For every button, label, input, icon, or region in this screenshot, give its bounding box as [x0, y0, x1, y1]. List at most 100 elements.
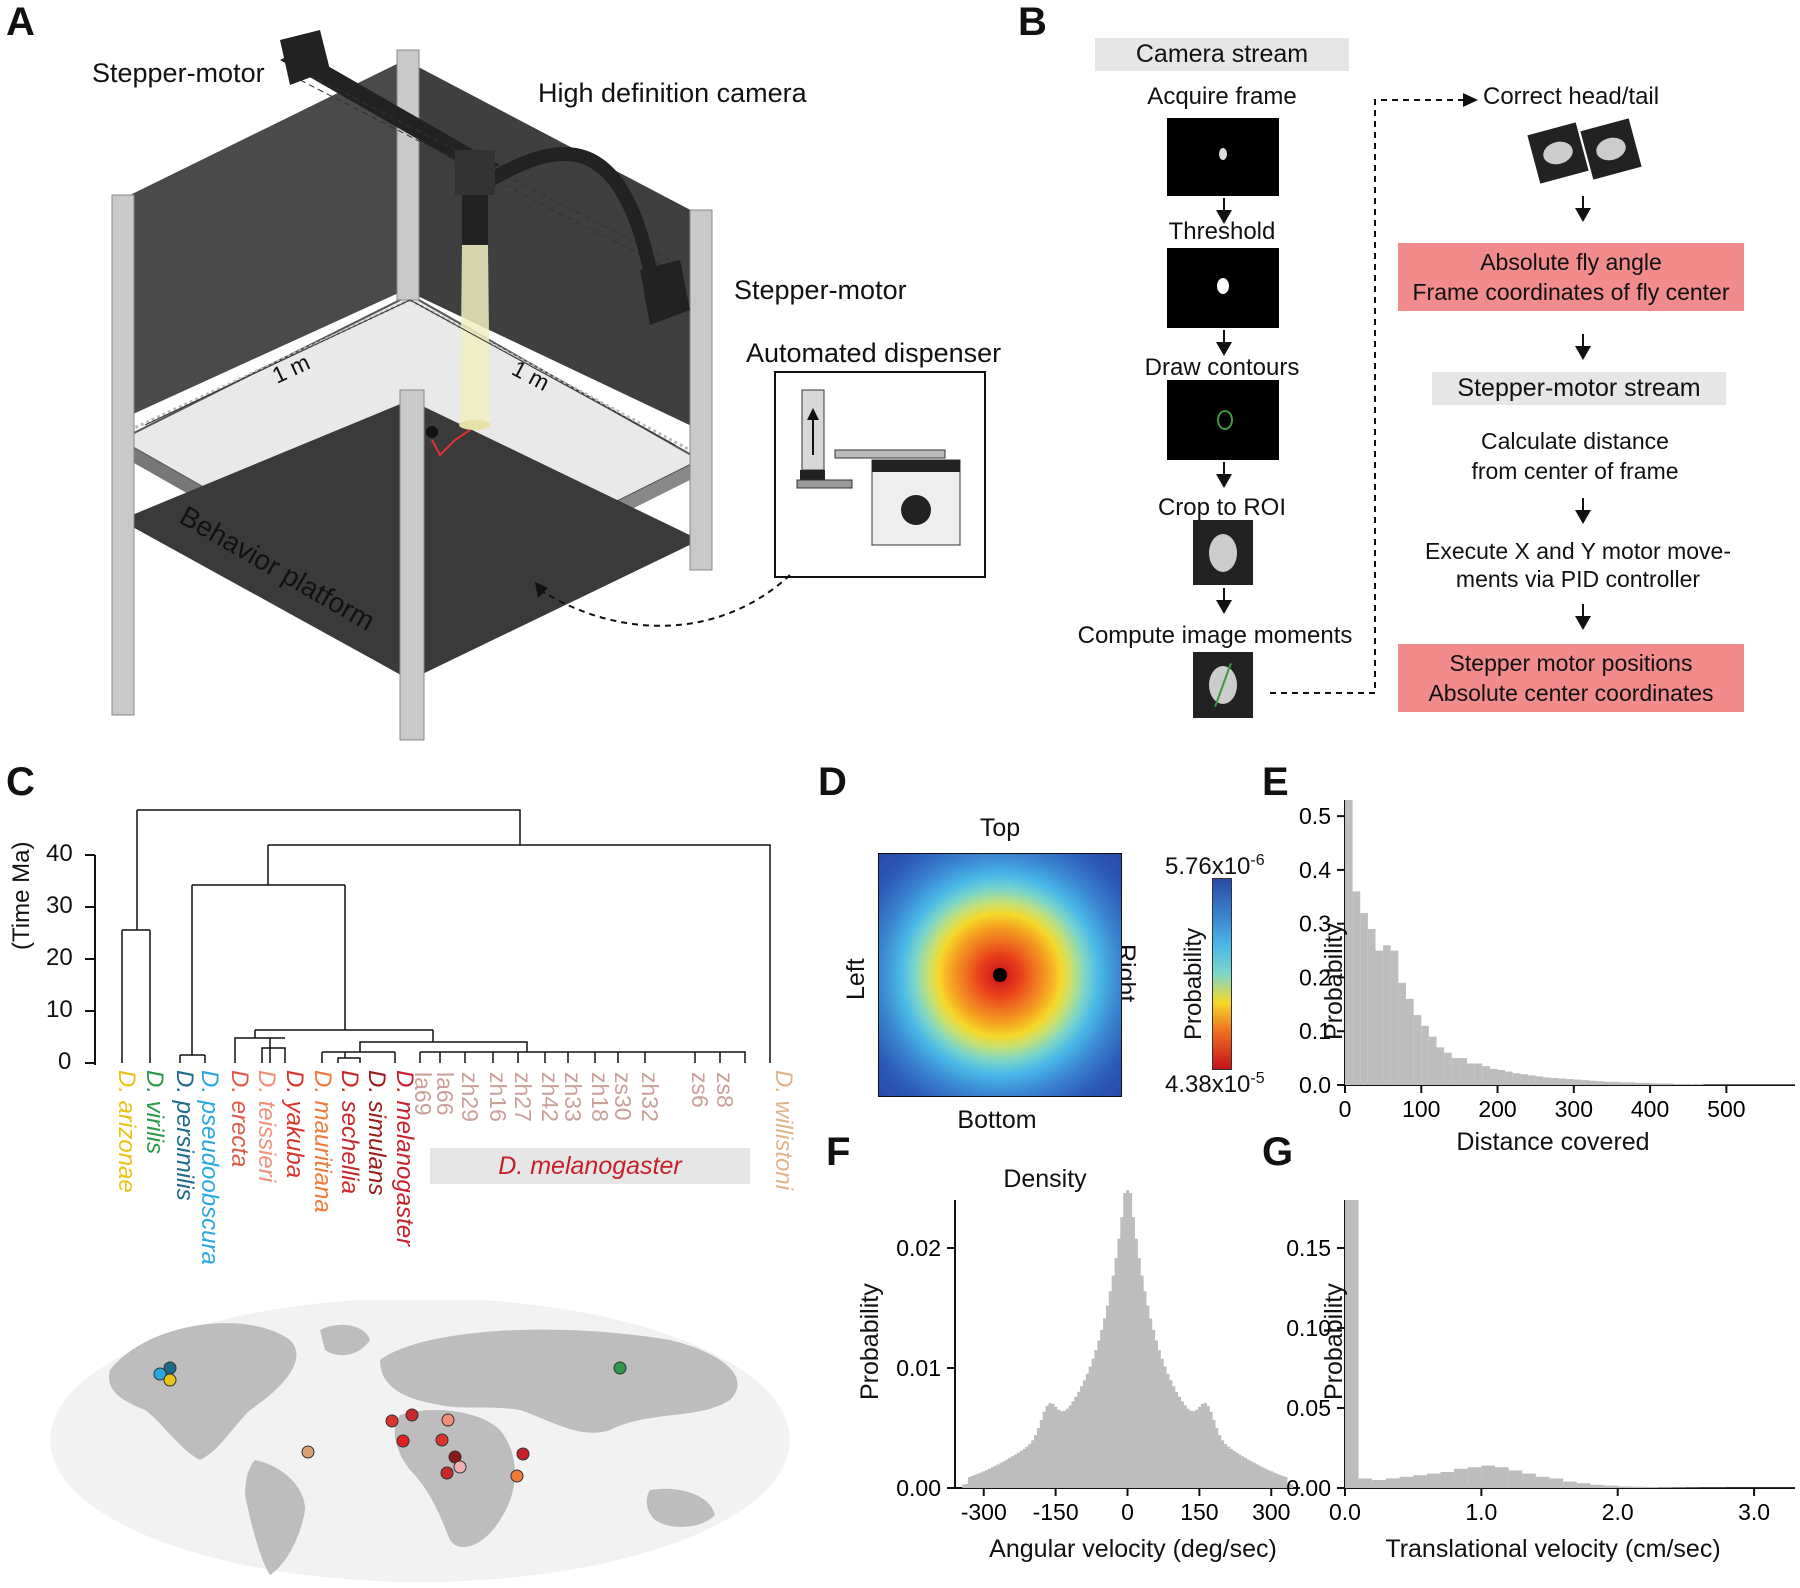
arrow-down-1 [1216, 210, 1232, 224]
hist-f-bar [999, 1462, 1003, 1488]
hist-f-bar [1289, 1484, 1294, 1488]
step-crop-roi: Crop to ROI [1157, 494, 1287, 521]
hist-f-bar [1203, 1403, 1207, 1488]
hist-f-bar [1226, 1446, 1230, 1488]
frame-thumbnail-acquire [1167, 118, 1279, 196]
hist-e-bar [1535, 1076, 1544, 1085]
hist-f-bar [1028, 1443, 1032, 1488]
hist-f-bar [1114, 1258, 1118, 1488]
hist-e-bar [1787, 1084, 1795, 1085]
hist-g-bar [1576, 1483, 1591, 1488]
hist-e-bar [1596, 1081, 1605, 1085]
hist-f-bar [1284, 1477, 1288, 1488]
hist-f-bar [1146, 1305, 1150, 1488]
hist-f-bar [1278, 1474, 1282, 1488]
melanogaster-box-label: D. melanogaster [498, 1152, 682, 1180]
hist-g-ytick-label: 0.00 [1286, 1475, 1331, 1501]
hist-e-bar [1459, 1058, 1468, 1085]
step-correct-head-tail: Correct head/tail [1483, 83, 1660, 110]
tree-y-tick-0: 0 [58, 1048, 72, 1075]
output-box-fly-angle: Absolute fly angle Frame coordinates of … [1398, 243, 1744, 311]
hist-g-xtick-label: 2.0 [1602, 1499, 1634, 1525]
arrow-down-8 [1575, 616, 1591, 630]
hist-f-bar [1117, 1238, 1121, 1488]
stepper-motor-right [640, 260, 690, 325]
hist-e-bar [1581, 1080, 1590, 1085]
hist-f-bar [1082, 1380, 1087, 1488]
hist-g-ytick-label: 0.10 [1286, 1315, 1331, 1341]
hist-g-bar [1385, 1478, 1400, 1488]
step-calc-line1: Calculate distance [1481, 428, 1669, 454]
hist-f-bar [1186, 1408, 1190, 1488]
hist-e-bar [1688, 1083, 1696, 1085]
hist-f-bar [970, 1475, 974, 1488]
hist-g-bar [1426, 1473, 1441, 1488]
hist-e-bar [1451, 1058, 1460, 1085]
hist-f-bar [996, 1464, 1000, 1488]
camera-stream-header: Camera stream [1095, 38, 1349, 71]
hist-f-bar [1074, 1396, 1078, 1488]
hist-f-bar [1062, 1410, 1066, 1488]
hist-f-bar [1157, 1350, 1161, 1488]
hist-f-bar [1126, 1190, 1130, 1488]
hist-f-bar [1025, 1446, 1029, 1488]
hist-f-bar [976, 1473, 980, 1488]
hist-f-bar [1100, 1330, 1104, 1488]
hist-f-bar [1206, 1405, 1210, 1488]
heatmap-image [878, 853, 1122, 1097]
hist-e-ytick-label: 0.0 [1299, 1072, 1331, 1098]
label-stepper-motor-2: Stepper-motor [734, 275, 907, 305]
arrow-down-6 [1575, 346, 1591, 360]
hist-f-bar [1151, 1330, 1156, 1488]
hist-e-bar [1726, 1084, 1734, 1085]
hist-e-bar [1711, 1084, 1719, 1085]
hist-f-bar [1039, 1419, 1043, 1488]
hist-g-bar [1522, 1473, 1536, 1488]
hist-f-bar [1065, 1408, 1069, 1488]
hist-e-bar [1703, 1084, 1712, 1085]
frame-thumbnail-moments [1193, 652, 1253, 718]
hist-f-bar [1169, 1380, 1173, 1488]
post-left [111, 194, 135, 716]
hist-f-bar [1258, 1465, 1262, 1488]
hist-f-bar [1200, 1403, 1204, 1488]
hist-f-bar [967, 1477, 972, 1488]
hist-g-xtick-label: 0.0 [1329, 1499, 1361, 1525]
hist-e-xtick-label: 0 [1339, 1096, 1352, 1122]
frame-thumbnail-head [1527, 122, 1589, 184]
arrow-down-2 [1216, 342, 1232, 356]
hist-f-bar [1174, 1391, 1179, 1488]
box1-line2: Frame coordinates of fly center [1412, 279, 1730, 305]
panel-letter-d: D [818, 760, 847, 804]
hist-f-bar [1246, 1459, 1250, 1488]
hist-f-bar [1166, 1373, 1170, 1488]
hist-f-xtick-label: 150 [1180, 1499, 1218, 1525]
hist-f-bar [985, 1469, 989, 1488]
hist-f-bar [1183, 1405, 1187, 1488]
phylogenetic-tree [85, 809, 771, 1065]
camera-cable [486, 147, 657, 272]
panel-letter-f: F [826, 1130, 851, 1174]
hist-f-bar [1111, 1275, 1115, 1488]
hist-e-bar [1604, 1081, 1612, 1085]
hist-f-bar [1218, 1435, 1222, 1488]
tree-y-tick-10: 10 [46, 996, 73, 1023]
hist-f-bar [1057, 1409, 1061, 1488]
hist-f-bar [1105, 1305, 1110, 1488]
box2-line2: Absolute center coordinates [1428, 680, 1714, 706]
hist-e-bar [1505, 1071, 1513, 1085]
hist-f-bar [1281, 1475, 1285, 1488]
back-wall-left [120, 60, 405, 420]
hist-f-bar [1154, 1340, 1158, 1488]
hist-f-bar [988, 1468, 992, 1488]
hist-f-bar [1134, 1238, 1138, 1488]
heatmap-top-label: Top [979, 814, 1021, 842]
hist-e-xtick-label: 100 [1402, 1096, 1440, 1122]
stepper-motor-top [280, 30, 330, 85]
hist-e-bar [1421, 1025, 1429, 1085]
gantry-bar [280, 50, 500, 175]
hist-f-bar [1209, 1411, 1213, 1488]
hist-f-bar [1071, 1401, 1075, 1488]
hist-f-bar [993, 1465, 997, 1488]
hist-g-bar [1481, 1465, 1495, 1488]
